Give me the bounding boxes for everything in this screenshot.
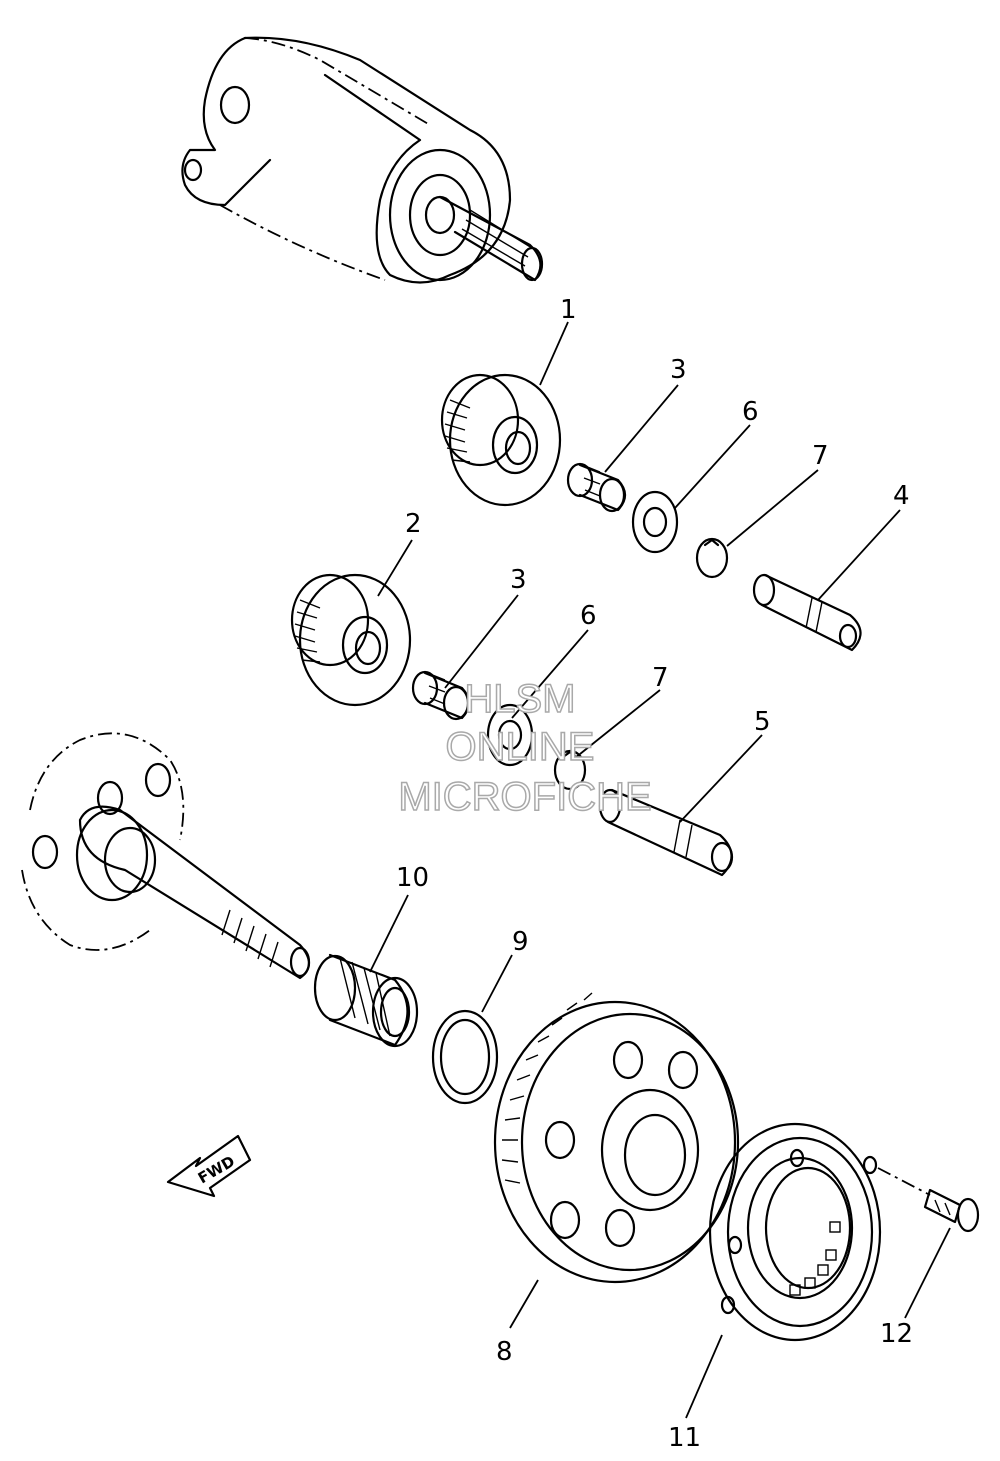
- arrow-fwd-icon: [166, 1134, 252, 1198]
- bolt-12: [877, 1167, 980, 1233]
- part-number-3-lower: 3: [510, 565, 527, 595]
- watermark-line-2: ONLINE: [446, 725, 595, 769]
- part-number-11: 11: [668, 1423, 701, 1453]
- part-number-8: 8: [496, 1337, 513, 1367]
- shaft-4: [752, 573, 862, 652]
- part-number-5: 5: [754, 707, 771, 737]
- part-number-2: 2: [405, 509, 422, 539]
- part-number-6-upper: 6: [742, 397, 759, 427]
- starter-clutch-11: [708, 1122, 882, 1342]
- part-number-1: 1: [560, 295, 577, 325]
- clutch-shaft: [21, 732, 311, 980]
- idler-gear-2: [290, 573, 412, 707]
- needle-bearing-upper: [566, 462, 627, 513]
- needle-bearing-lower: [411, 670, 471, 721]
- one-way-bearing: [313, 953, 419, 1048]
- part-number-12: 12: [880, 1319, 913, 1349]
- part-number-3-upper: 3: [670, 355, 687, 385]
- circlip-lower: [553, 749, 587, 791]
- shaft-5: [598, 788, 734, 877]
- part-number-10: 10: [396, 863, 429, 893]
- watermark: HLSM ONLINE MICROFICHE: [398, 676, 653, 820]
- circlip-upper: [695, 537, 729, 579]
- part-callouts: 1 2 3 3 4 5 6 6 7 7 8 9 10 11 12: [396, 295, 913, 1453]
- leader-lines: [369, 321, 951, 1419]
- ring-gear-8: [493, 992, 740, 1284]
- part-number-7-upper: 7: [812, 441, 829, 471]
- fwd-direction-marker: FWD: [166, 1134, 252, 1198]
- part-number-7-lower: 7: [652, 663, 669, 693]
- washer-lower: [486, 703, 534, 767]
- thrust-washer: [431, 1009, 499, 1105]
- watermark-line-3: MICROFICHE: [398, 775, 651, 819]
- starter-motor: [181, 36, 544, 284]
- part-number-6-lower: 6: [580, 601, 597, 631]
- fwd-label: FWD: [195, 1152, 238, 1187]
- washer-upper: [631, 490, 679, 554]
- part-number-9: 9: [512, 927, 529, 957]
- part-number-4: 4: [893, 481, 910, 511]
- idler-gear-1: [440, 373, 562, 507]
- watermark-line-1: HLSM: [464, 677, 575, 721]
